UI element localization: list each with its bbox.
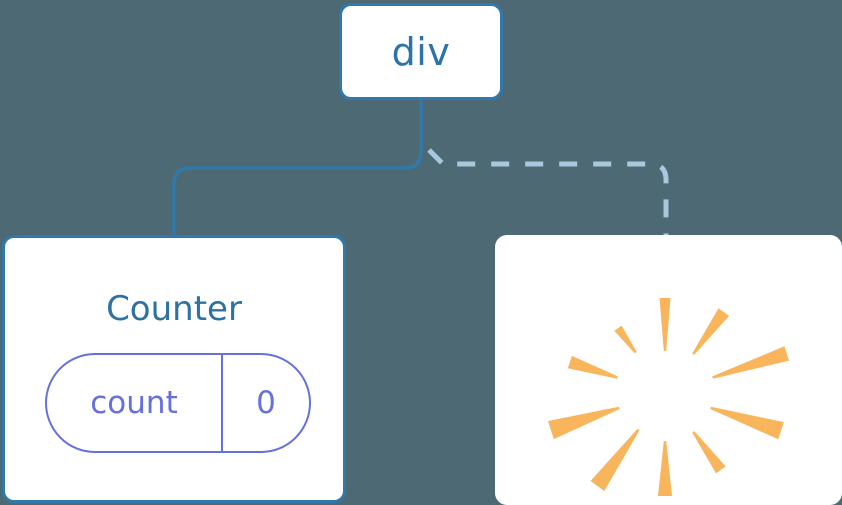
edge-div-to-loading <box>427 148 669 235</box>
state-pill-value: 0 <box>256 384 276 421</box>
spinner-ray-0 <box>659 298 671 351</box>
spinner-ray-1 <box>692 308 730 355</box>
node-counter-title: Counter <box>106 289 242 329</box>
edge-div-to-counter <box>172 98 423 237</box>
state-pill-key: count <box>47 355 223 451</box>
spinner-ray-5 <box>658 441 672 496</box>
node-div[interactable]: div <box>339 3 503 100</box>
spinner-ray-9 <box>614 325 637 354</box>
spinner-ray-6 <box>590 428 640 492</box>
spinner-ray-2 <box>712 346 790 379</box>
node-loading[interactable] <box>495 235 842 505</box>
node-counter[interactable]: Counter count 0 <box>2 235 346 503</box>
spinner-ray-8 <box>567 355 618 379</box>
spinner-ray-4 <box>692 431 726 474</box>
spinner-ray-7 <box>547 406 620 440</box>
node-div-label: div <box>391 29 451 74</box>
loading-spinner-icon <box>547 298 790 496</box>
spinner-ray-3 <box>710 406 784 440</box>
state-pill-count[interactable]: count 0 <box>45 353 311 453</box>
